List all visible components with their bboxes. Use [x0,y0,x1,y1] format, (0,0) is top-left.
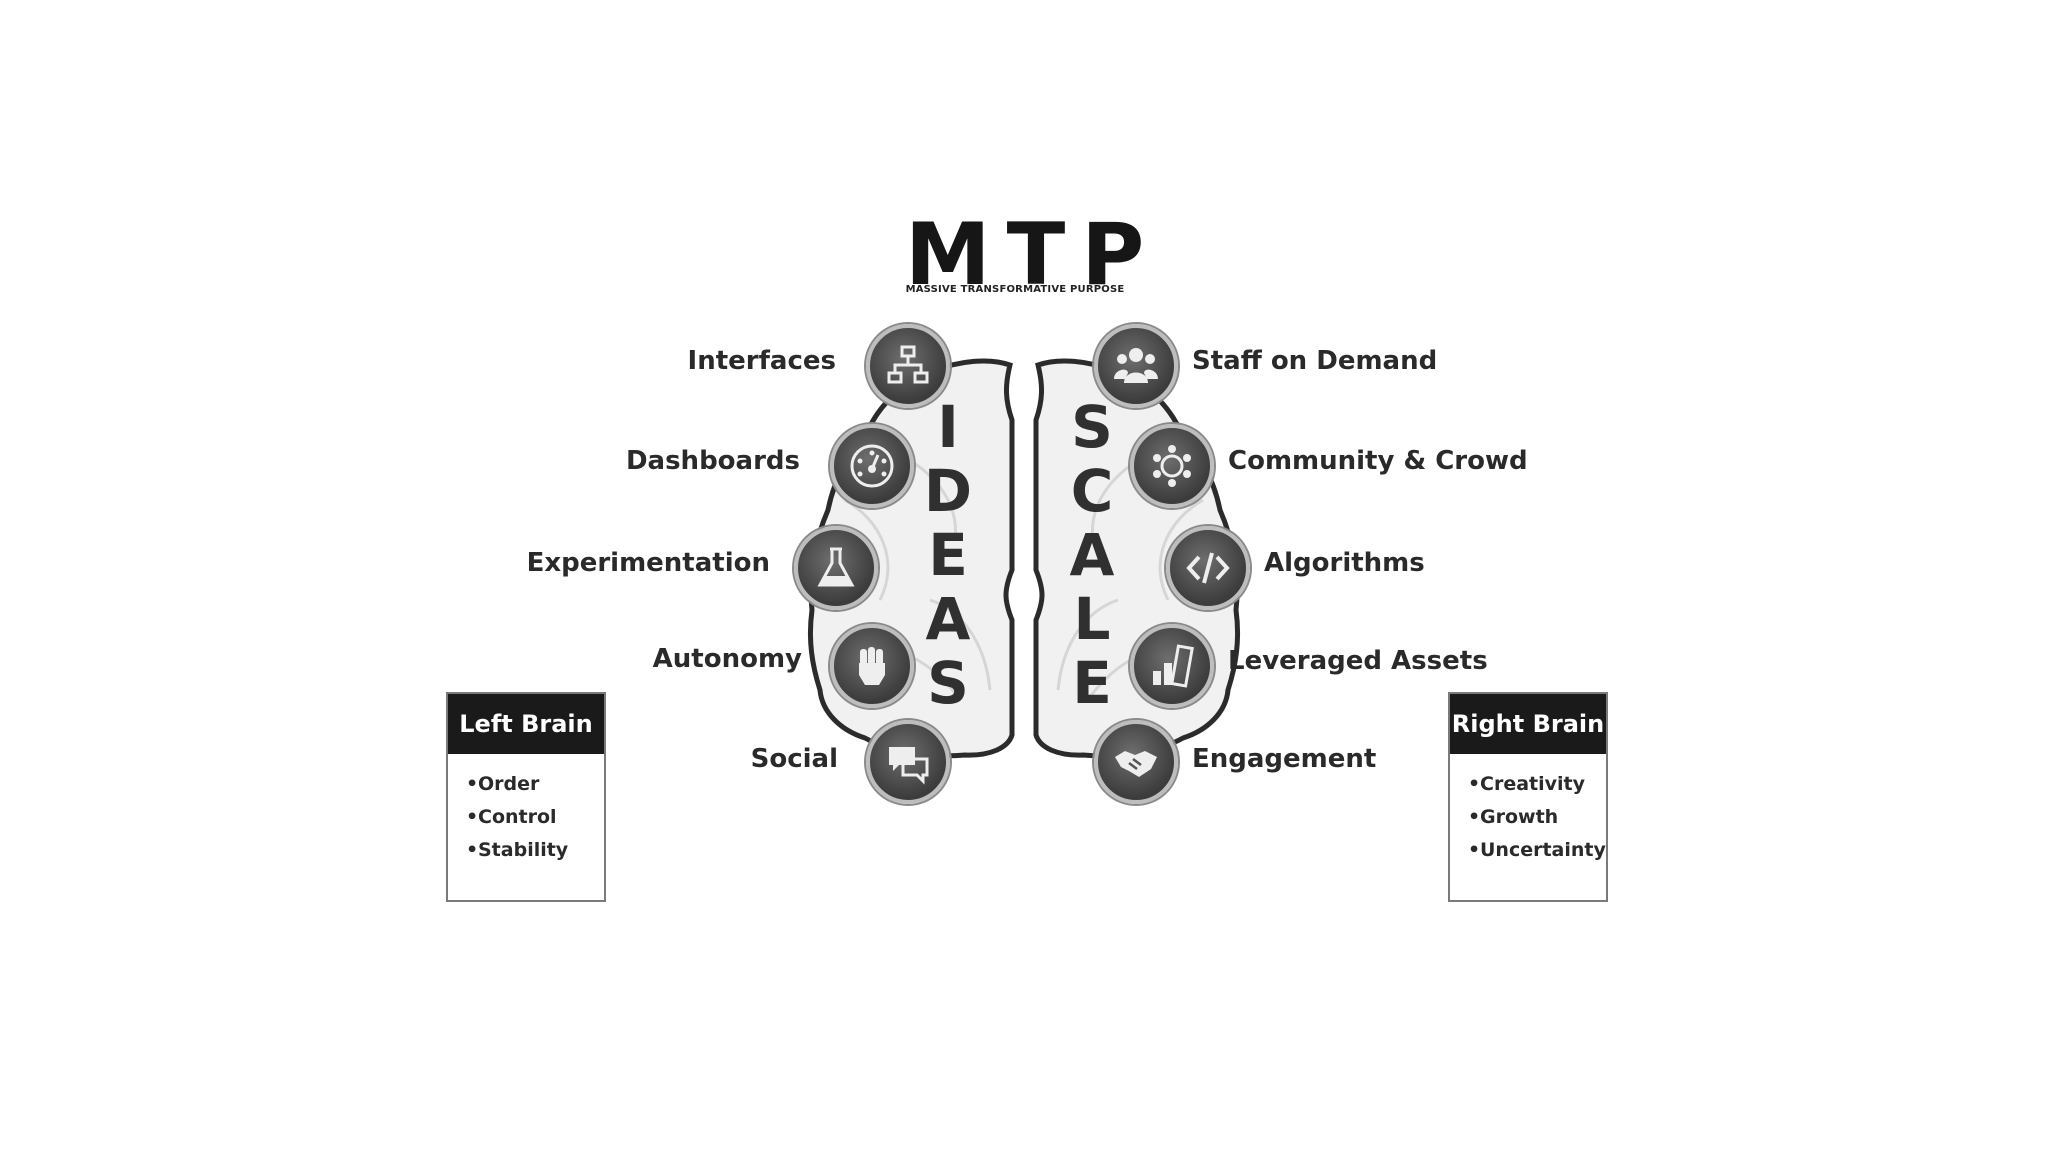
list-item: •Creativity [1468,773,1585,795]
label-autonomy: Autonomy [652,644,802,674]
list-item: •Uncertainty [1468,839,1606,861]
label-engagement: Engagement [1192,744,1377,774]
label-experimentation: Experimentation [526,548,770,578]
list-item: •Control [466,806,557,828]
list-item: •Growth [1468,806,1559,828]
left-brain-list: •Order •Control •Stability [448,754,604,867]
label-dashboards: Dashboards [625,446,800,476]
left-brain-box: Left Brain •Order •Control •Stability [446,692,606,902]
assets-icon [1130,624,1214,708]
label-staff-on-demand: Staff on Demand [1192,346,1438,376]
label-interfaces: Interfaces [687,346,836,376]
mtp-subtitle: MASSIVE TRANSFORMATIVE PURPOSE [905,284,1125,295]
list-item: •Order [466,773,540,795]
code-icon [1166,526,1250,610]
mtp-title: MTP [905,205,1161,305]
scale-letter: S [1071,393,1113,461]
ideas-letter: A [925,585,971,653]
people-icon [1094,324,1178,408]
ideas-letter: S [927,649,969,717]
ideas-letter: D [923,457,973,525]
right-brain-box: Right Brain •Creativity •Growth •Uncerta… [1448,692,1608,902]
left-brain-heading: Left Brain [448,694,604,754]
scale-letter: A [1069,521,1115,589]
scale-letter: L [1073,585,1111,653]
label-social: Social [750,744,838,774]
dashboard-icon [830,424,914,508]
network-icon [866,324,950,408]
chat-icon [866,720,950,804]
flask-icon [794,526,878,610]
ideas-letter: I [937,393,959,461]
scale-letter: C [1070,457,1114,525]
label-community-crowd: Community & Crowd [1228,446,1528,476]
label-leveraged-assets: Leveraged Assets [1228,646,1488,676]
handshake-icon [1094,720,1178,804]
scale-letter: E [1072,649,1112,717]
label-algorithms: Algorithms [1264,548,1425,578]
community-icon [1130,424,1214,508]
right-brain-heading: Right Brain [1450,694,1606,754]
right-brain-list: •Creativity •Growth •Uncertainty [1450,754,1606,867]
ideas-letter: E [928,521,968,589]
fist-icon [830,624,914,708]
list-item: •Stability [466,839,569,861]
